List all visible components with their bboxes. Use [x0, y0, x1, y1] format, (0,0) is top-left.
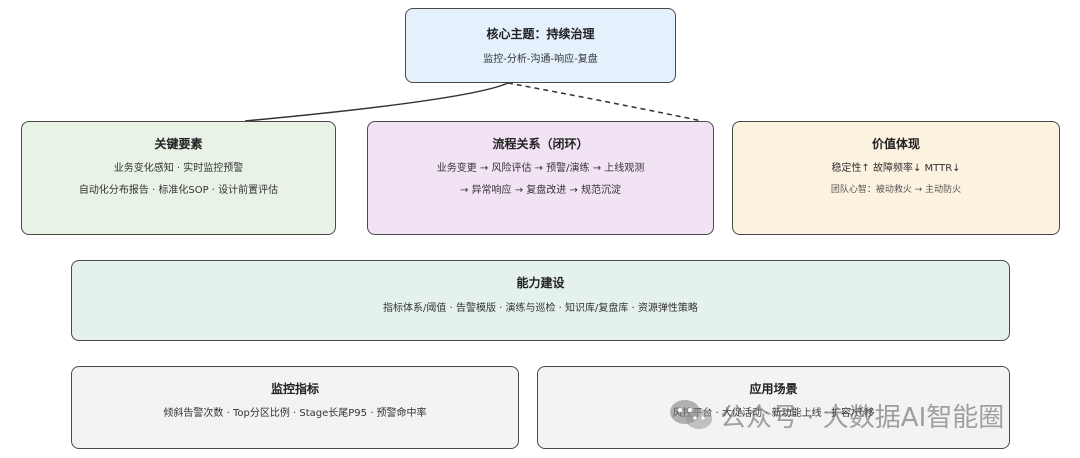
- watermark-text: 公众号 · 大数据AI智能圈: [720, 402, 1005, 433]
- watermark: 公众号 · 大数据AI智能圈: [668, 395, 1068, 435]
- wechat-icon: [670, 400, 712, 429]
- value-line-1: 稳定性↑ 故障频率↓ MTTR↓: [831, 163, 961, 174]
- process-relation-title: 流程关系（闭环）: [492, 137, 589, 151]
- process-relation-line-1: 业务变更 → 风险评估 → 预警/演练 → 上线观测: [436, 163, 645, 174]
- value-node: 价值体现 稳定性↑ 故障频率↓ MTTR↓ 团队心智：被动救火 → 主动防火: [732, 121, 1060, 235]
- metrics-title: 监控指标: [270, 382, 319, 396]
- connector-core-to-process-dashed: [507, 82, 703, 122]
- process-relation-line-2: → 异常响应 → 复盘改进 → 规范沉淀: [459, 185, 622, 196]
- key-elements-line-1: 业务变化感知 · 实时监控预警: [113, 163, 244, 174]
- core-theme-node: 核心主题：持续治理 监控-分析-沟通-响应-复盘: [405, 8, 676, 83]
- scenarios-line-1: 风控平台 · 大促活动 · 新功能上线 · 扩容/迁移: [672, 408, 875, 419]
- process-relation-node: 流程关系（闭环） 业务变更 → 风险评估 → 预警/演练 → 上线观测 → 异常…: [367, 121, 714, 235]
- capability-building-node: 能力建设 指标体系/阈值 · 告警模版 · 演练与巡检 · 知识库/复盘库 · …: [71, 260, 1010, 341]
- application-scenarios-node: 应用场景 风控平台 · 大促活动 · 新功能上线 · 扩容/迁移: [537, 366, 1010, 449]
- scenarios-title: 应用场景: [749, 382, 798, 396]
- monitoring-metrics-node: 监控指标 倾斜告警次数 · Top分区比例 · Stage长尾P95 · 预警命…: [71, 366, 519, 449]
- value-title: 价值体现: [871, 137, 920, 151]
- core-theme-subtitle: 监控-分析-沟通-响应-复盘: [483, 54, 598, 65]
- value-line-2: 团队心智：被动救火 → 主动防火: [830, 185, 962, 195]
- metrics-line-1: 倾斜告警次数 · Top分区比例 · Stage长尾P95 · 预警命中率: [163, 408, 427, 419]
- key-elements-title: 关键要素: [154, 137, 203, 151]
- core-theme-title: 核心主题：持续治理: [486, 27, 595, 41]
- connector-core-to-key-elements: [244, 82, 509, 122]
- capability-title: 能力建设: [516, 276, 565, 290]
- key-elements-node: 关键要素 业务变化感知 · 实时监控预警 自动化分布报告 · 标准化SOP · …: [21, 121, 336, 235]
- key-elements-line-2: 自动化分布报告 · 标准化SOP · 设计前置评估: [78, 185, 279, 196]
- capability-line-1: 指标体系/阈值 · 告警模版 · 演练与巡检 · 知识库/复盘库 · 资源弹性策…: [383, 303, 698, 314]
